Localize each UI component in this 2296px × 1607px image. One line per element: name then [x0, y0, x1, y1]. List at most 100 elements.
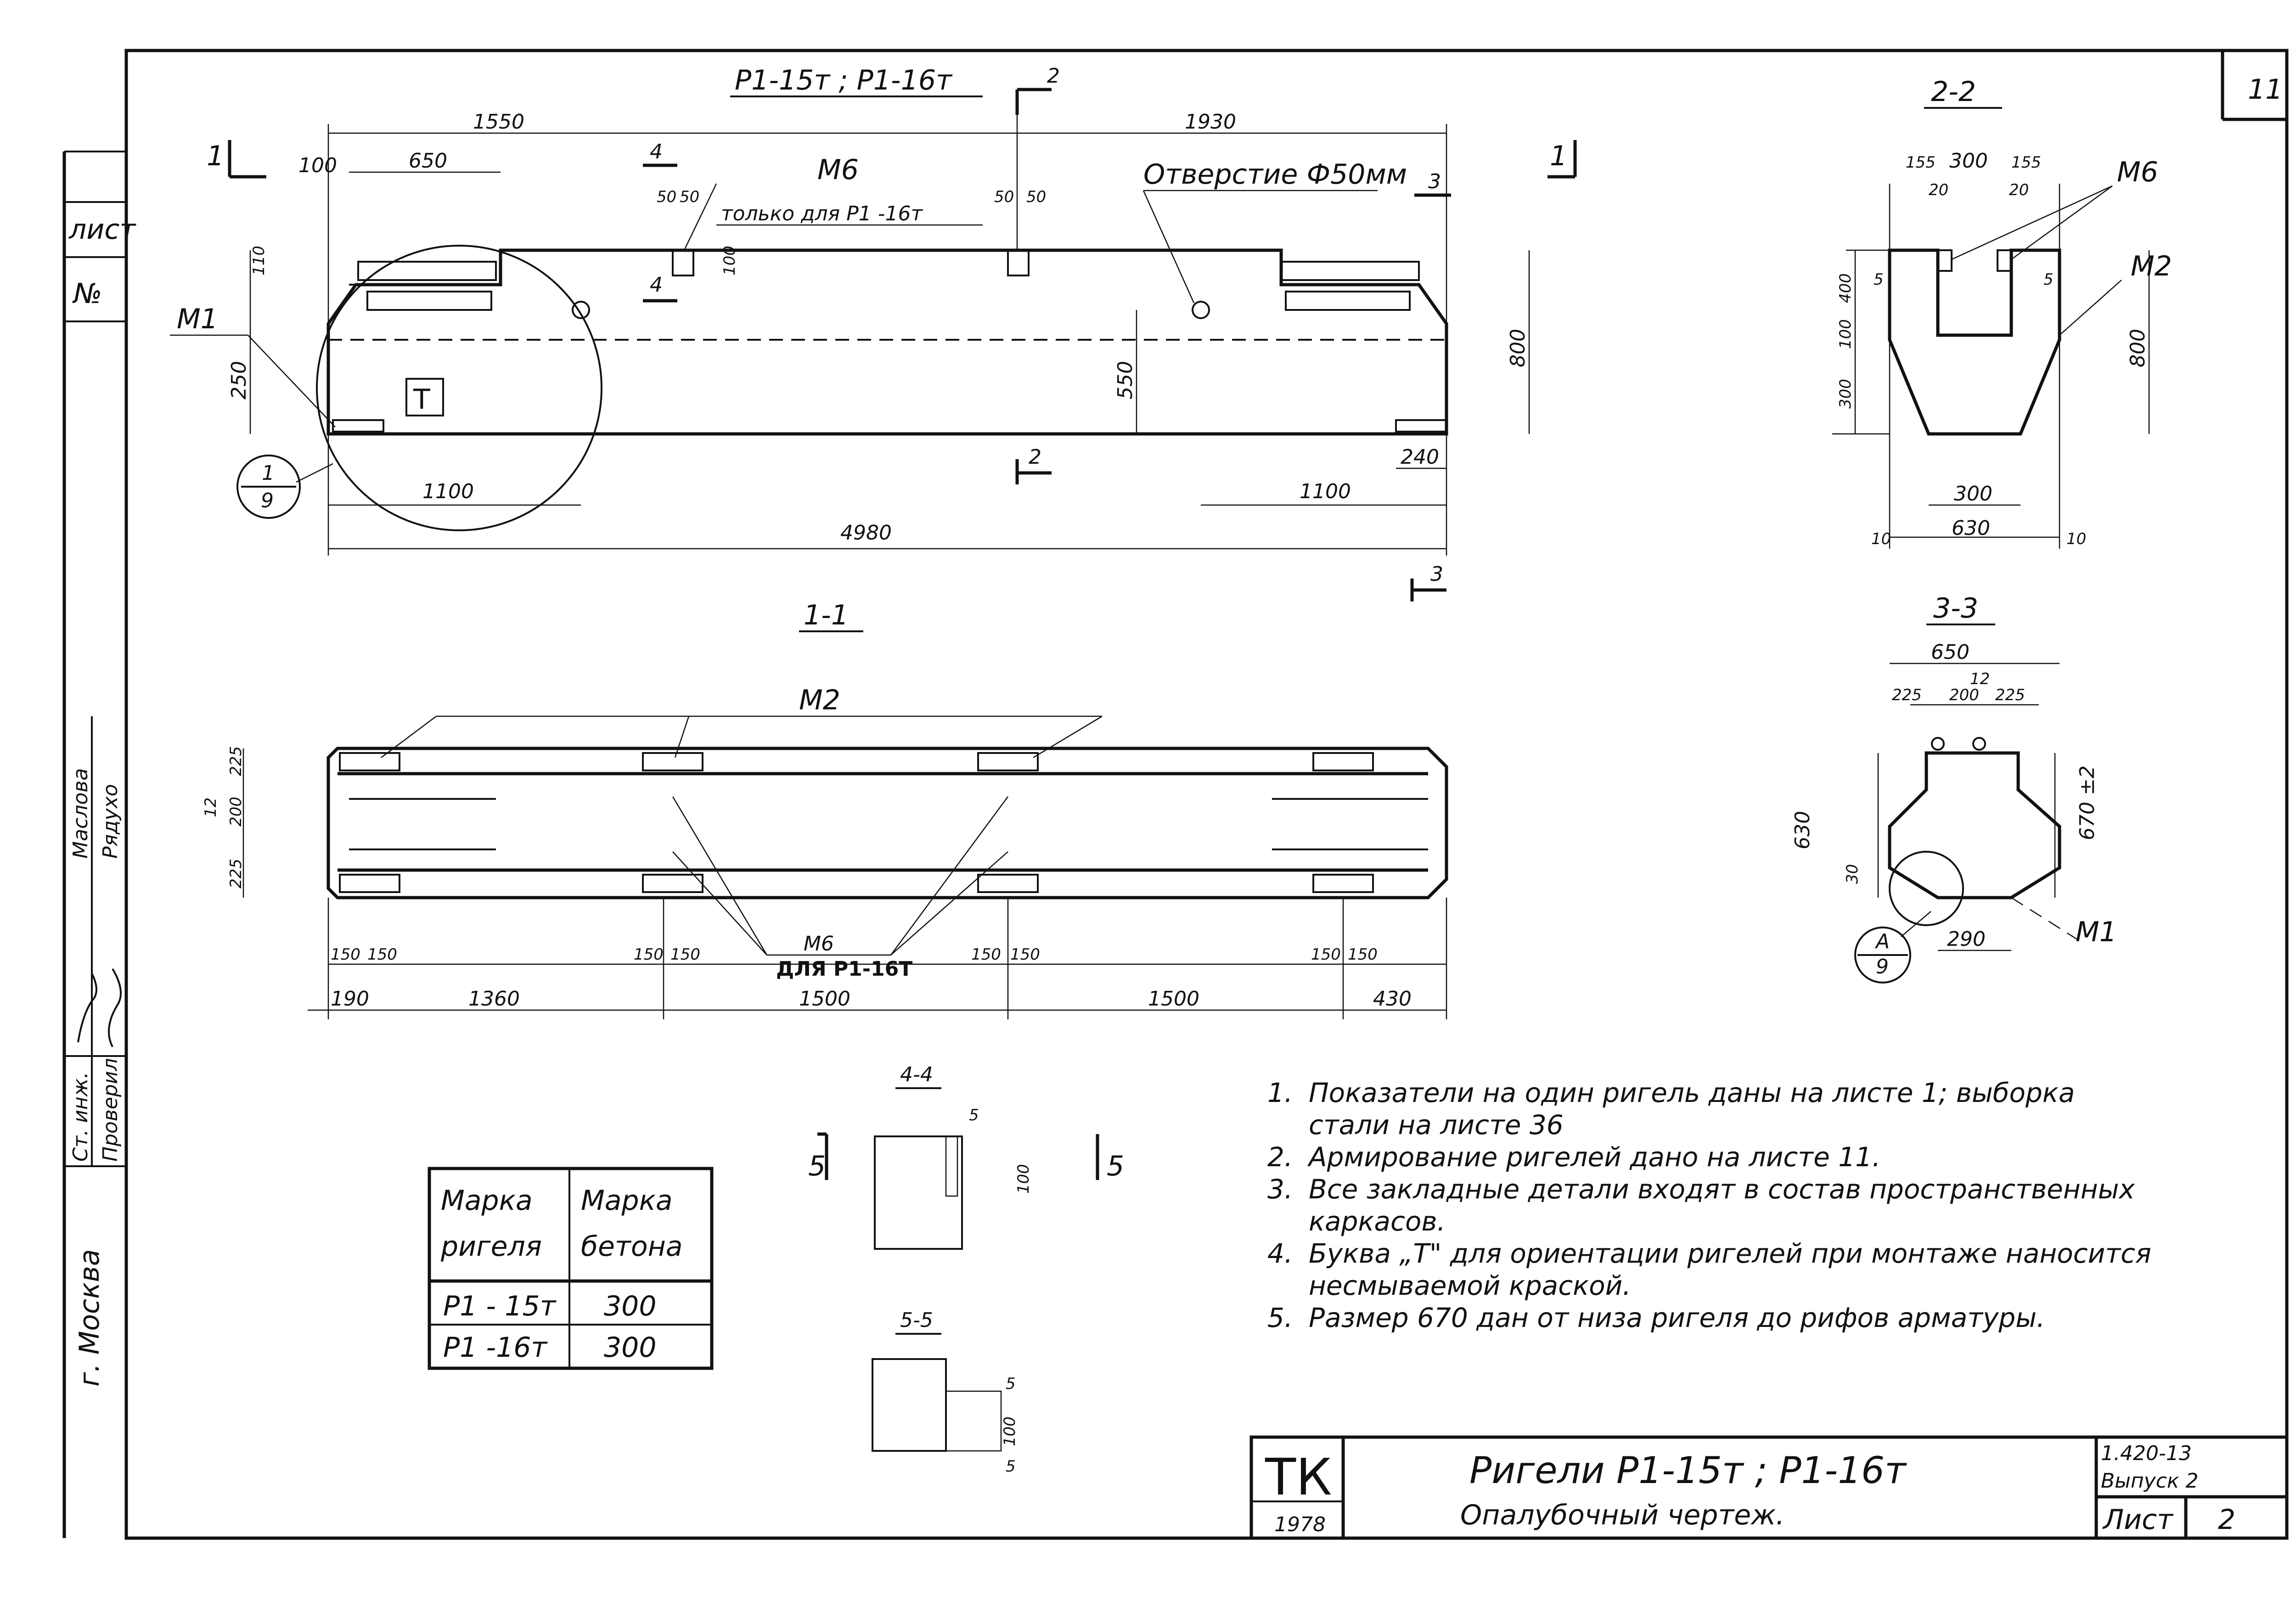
dim-550: 550: [1114, 361, 1137, 399]
sec22-dim-155-b: 155: [2011, 153, 2041, 172]
note-3-num: 3.: [1267, 1174, 1293, 1205]
note-1-line-2: стали на листе 36: [1309, 1109, 1564, 1141]
dim-240: 240: [1401, 445, 1439, 469]
section-4-4: 4-4 5 5 5 100: [808, 1063, 1124, 1250]
table-header-1b: ригеля: [440, 1231, 542, 1263]
plan-dim-1500-b: 1500: [1148, 987, 1199, 1011]
note-5-line-1: Размер 670 дан от низа ригеля до рифов а…: [1309, 1302, 2045, 1333]
plan-m6-note: ДЛЯ Р1-16Т: [776, 957, 912, 981]
plan-dim-1500-a: 1500: [799, 987, 850, 1011]
dim-250: 250: [227, 361, 251, 399]
section-mark-1-left: 1: [207, 140, 224, 172]
strip-st-inzh: Ст. инж.: [69, 1072, 92, 1162]
sec33-dim-225-b: 225: [1995, 686, 2025, 704]
sec33-dim-12: 12: [1970, 670, 1990, 688]
sec22-dim-10-b: 10: [2066, 530, 2086, 548]
sec33-dim-630: 630: [1791, 811, 1814, 849]
drawing-title-line-2: Опалубочный чертеж.: [1460, 1499, 1784, 1531]
series-number: 1.420-13: [2101, 1442, 2192, 1465]
signature-2: [108, 968, 122, 1047]
strip-list: лист: [68, 214, 136, 246]
plan-title: 1-1: [804, 599, 849, 631]
sec22-dim-5-b: 5: [2043, 270, 2054, 289]
plan-dim-150-7: 150: [1311, 945, 1341, 964]
sec22-dim-10-a: 10: [1871, 530, 1891, 548]
strip-number-sign: №: [72, 278, 102, 310]
strip-proveril: Проверил: [99, 1058, 122, 1162]
note-4-line-1: Буква „Т" для ориентации ригелей при мон…: [1309, 1238, 2151, 1269]
dim-50-d: 50: [1026, 188, 1046, 206]
dim-4980: 4980: [840, 521, 892, 545]
note-3-line-1: Все закладные детали входят в состав про…: [1309, 1174, 2135, 1205]
dim-800: 800: [1506, 329, 1530, 367]
section-2-2: 2-2 155 300 155 20 20 М6 М2 5 5 400 100 …: [1832, 76, 2172, 549]
sheet-label: Лист: [2102, 1504, 2174, 1536]
dim-650: 650: [409, 149, 447, 173]
dim-100: 100: [298, 154, 337, 177]
plan-dim-150-1: 150: [331, 945, 360, 964]
plan-dim-1360: 1360: [468, 987, 520, 1011]
sec22-dim-20-b: 20: [2009, 181, 2029, 199]
sec55-dim-5-a: 5: [1006, 1375, 1016, 1393]
section-mark-4-top: 4: [650, 140, 663, 163]
dim-50-c: 50: [994, 188, 1014, 206]
sec22-dim-400: 400: [1836, 273, 1855, 303]
detail-num: 1: [262, 461, 275, 485]
plan-dim-430: 430: [1373, 987, 1412, 1011]
dim-50-a: 50: [657, 188, 676, 206]
table-row-1-mark: Р1 - 15т: [443, 1290, 557, 1322]
strip-name-maslova: Маслова: [69, 768, 92, 859]
sec44-dim-100: 100: [1014, 1164, 1033, 1194]
sec55-title: 5-5: [900, 1309, 933, 1332]
plan-dim-150-4: 150: [670, 945, 700, 964]
sec22-dim-5-a: 5: [1874, 270, 1884, 289]
section-mark-3-top: 3: [1428, 170, 1441, 193]
sec22-dim-300-v: 300: [1836, 379, 1855, 409]
stamp-logo: ТК: [1265, 1448, 1332, 1506]
dim-1550: 1550: [473, 110, 524, 134]
plan-dim-225-a: 225: [227, 746, 245, 776]
sec33-dim-200: 200: [1949, 686, 1979, 704]
plan-dim-190: 190: [331, 987, 369, 1011]
sec44-dim-5: 5: [969, 1106, 979, 1124]
note-1-line-1: Показатели на один ригель даны на листе …: [1309, 1077, 2075, 1108]
sec55-dim-5-b: 5: [1006, 1457, 1016, 1476]
m6-label: М6: [817, 154, 859, 186]
sec55-dim-100: 100: [1001, 1416, 1019, 1446]
dim-1100-right: 1100: [1300, 480, 1351, 503]
section-mark-2-bottom: 2: [1029, 445, 1041, 469]
section-mark-1-right: 1: [1550, 140, 1567, 172]
sec33-title: 3-3: [1933, 592, 1978, 624]
note-2-num: 2.: [1267, 1141, 1293, 1173]
left-strip: лист № Ст. инж. Проверил Маслова Рядухо …: [62, 151, 136, 1538]
plan-m6-label: М6: [804, 932, 834, 955]
dim-1100-left: 1100: [422, 480, 474, 503]
plan-dim-150-5: 150: [971, 945, 1001, 964]
m6-note: только для Р1 -16т: [721, 202, 923, 225]
section-mark-4-bottom: 4: [650, 273, 663, 297]
sec22-dim-100: 100: [1836, 319, 1855, 349]
dim-100-b: 100: [720, 246, 739, 275]
m1-label: М1: [177, 303, 218, 335]
sec33-dim-290: 290: [1947, 927, 1986, 951]
table-header-2b: бетона: [581, 1231, 683, 1263]
page-number: 11: [2248, 73, 2283, 106]
plan-dim-200: 200: [227, 797, 245, 826]
sec22-dim-155-a: 155: [1906, 153, 1936, 172]
note-3-line-2: каркасов.: [1309, 1206, 1446, 1237]
title-block: ТК 1978 Ригели Р1-15т ; Р1-16т Опалубочн…: [1249, 1435, 2289, 1540]
sec22-dim-300: 300: [1949, 149, 1988, 173]
note-2-line-1: Армирование ригелей дано на листе 11.: [1307, 1141, 1880, 1173]
table-row-2-grade: 300: [604, 1332, 657, 1364]
sec22-dim-630: 630: [1952, 517, 1990, 540]
sec22-title: 2-2: [1931, 76, 1976, 108]
sec33-dim-650: 650: [1931, 641, 1970, 664]
sec33-dim-670: 670 ±2: [2076, 765, 2099, 840]
dim-50-b: 50: [680, 188, 699, 206]
sec22-dim-800: 800: [2126, 329, 2150, 367]
note-1-num: 1.: [1267, 1077, 1293, 1108]
strip-city: г. Москва: [73, 1249, 106, 1387]
dim-110: 110: [250, 246, 268, 275]
